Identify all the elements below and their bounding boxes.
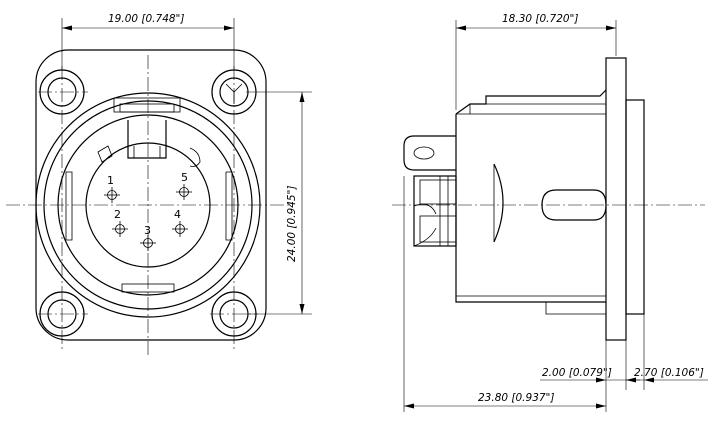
left-slot: [65, 171, 73, 241]
dim-side-depth: [455, 20, 617, 110]
right-slot: [225, 171, 233, 241]
dim-side-rear-label: 2.70 [0.106"]: [634, 367, 704, 379]
side-pin-sleeve: [541, 189, 607, 221]
dim-side-total: [404, 403, 606, 409]
dim-side-depth-label: 18.30 [0.720"]: [502, 13, 578, 25]
dim-side-total-label: 23.80 [0.937"]: [478, 392, 554, 404]
side-view: 18.30 [0.720"] 2.00 [0.079"] 2.70 [0.106…: [392, 13, 708, 412]
side-body-outline: [455, 114, 606, 303]
side-rear-contacts: [413, 175, 457, 247]
index-tab: [97, 145, 113, 163]
pin-5: [176, 184, 192, 200]
pin-label-2: 2: [114, 208, 121, 221]
pin-label-1: 1: [107, 174, 114, 187]
pin-2: [112, 221, 128, 237]
side-latch-tab: [403, 135, 456, 171]
dim-side-rear: [626, 377, 708, 383]
pin-label-5: 5: [181, 171, 188, 184]
pin-4: [172, 221, 188, 237]
key-notch: [189, 147, 201, 167]
pin-1: [104, 187, 120, 203]
pin-label-4: 4: [174, 208, 181, 221]
side-flange-plate: [605, 57, 627, 341]
dim-side-flange-label: 2.00 [0.079"]: [542, 367, 612, 379]
latch: [113, 97, 181, 159]
dim-front-height: [246, 91, 312, 315]
side-release-dome: [493, 163, 504, 243]
dim-front-height-label: 24.00 [0.945"]: [286, 186, 298, 262]
front-view: 1 2 3 4 5 19.00 [0.748"] 24.00 [0: [6, 13, 312, 355]
dim-front-width-label: 19.00 [0.748"]: [108, 13, 184, 25]
pin-label-3: 3: [144, 224, 151, 237]
side-rear-stub: [625, 99, 645, 315]
dim-front-width: [61, 18, 235, 70]
